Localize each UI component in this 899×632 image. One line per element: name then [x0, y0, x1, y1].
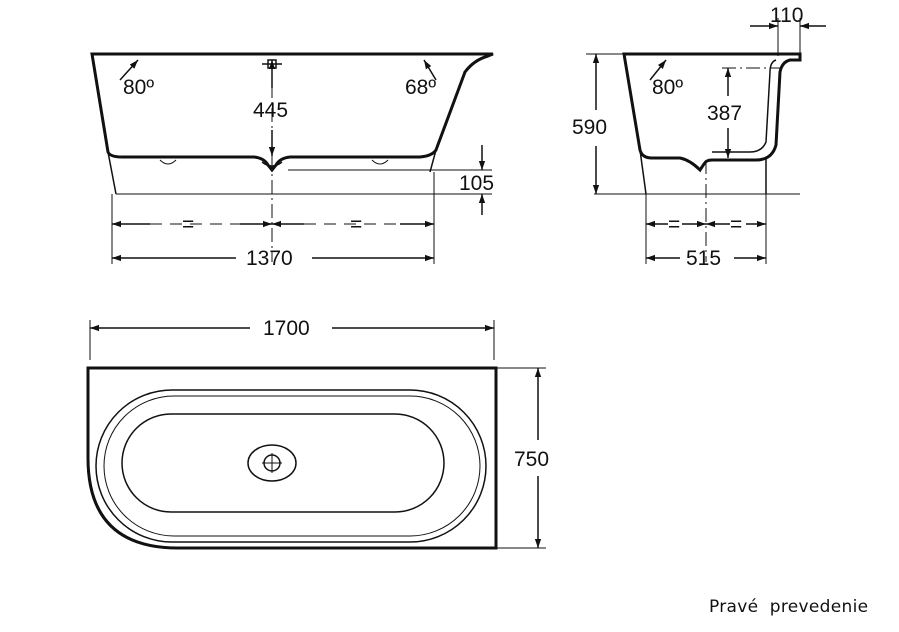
side-tub-outline [622, 52, 802, 173]
front-tub-outline [90, 52, 494, 173]
front-equal-left: = [182, 213, 194, 236]
top-tub-outline [86, 366, 498, 550]
side-total-height: 590 [572, 116, 607, 139]
front-angle-right: 68º [405, 76, 436, 99]
side-view: 110 590 80º 387 = = 515 [572, 4, 826, 270]
front-equal-right: = [350, 213, 362, 236]
top-length: 1700 [263, 317, 310, 340]
front-view: 80º 68º 445 105 = = 1370 [90, 52, 494, 270]
side-rim-width: 110 [770, 4, 803, 27]
top-view: 1700 750 [86, 317, 549, 550]
caption: Pravé prevedenie [709, 597, 868, 617]
top-width: 750 [514, 448, 549, 471]
top-basin [121, 413, 445, 513]
side-equal-left: = [668, 213, 680, 236]
drain-icon [247, 444, 297, 482]
side-angle: 80º [652, 76, 683, 99]
side-inner-height: 387 [707, 102, 742, 125]
front-bottom-width: 1370 [246, 247, 293, 270]
top-rim [95, 389, 487, 543]
side-base-depth: 515 [686, 247, 721, 270]
side-equal-right: = [730, 213, 742, 236]
front-drain-height: 105 [459, 172, 494, 195]
front-angle-left: 80º [123, 76, 154, 99]
front-inner-height: 445 [253, 99, 288, 122]
